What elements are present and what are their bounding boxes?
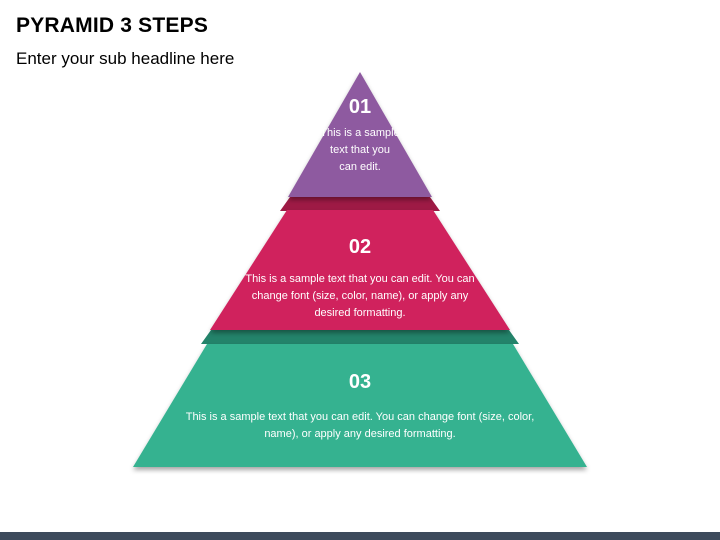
step-3-number: 03 xyxy=(348,371,372,393)
step-1-text: This is a sample text that you can edit. xyxy=(320,127,400,173)
step-2-shape[interactable] xyxy=(210,210,510,330)
step-1-number: 01 xyxy=(348,96,372,118)
step-2-shade xyxy=(280,197,440,211)
step-3-text: This is a sample text that you can edit.… xyxy=(185,411,535,440)
slide-title: PYRAMID 3 STEPS xyxy=(16,14,209,37)
step-3-shape[interactable] xyxy=(133,344,587,467)
footer-bar xyxy=(0,532,720,540)
step-2-number: 02 xyxy=(348,236,372,258)
step-2-text: This is a sample text that you can edit.… xyxy=(245,273,475,319)
step-1-shape[interactable] xyxy=(288,72,432,197)
step-3-shade xyxy=(201,330,519,344)
slide-subtitle: Enter your sub headline here xyxy=(16,49,235,68)
